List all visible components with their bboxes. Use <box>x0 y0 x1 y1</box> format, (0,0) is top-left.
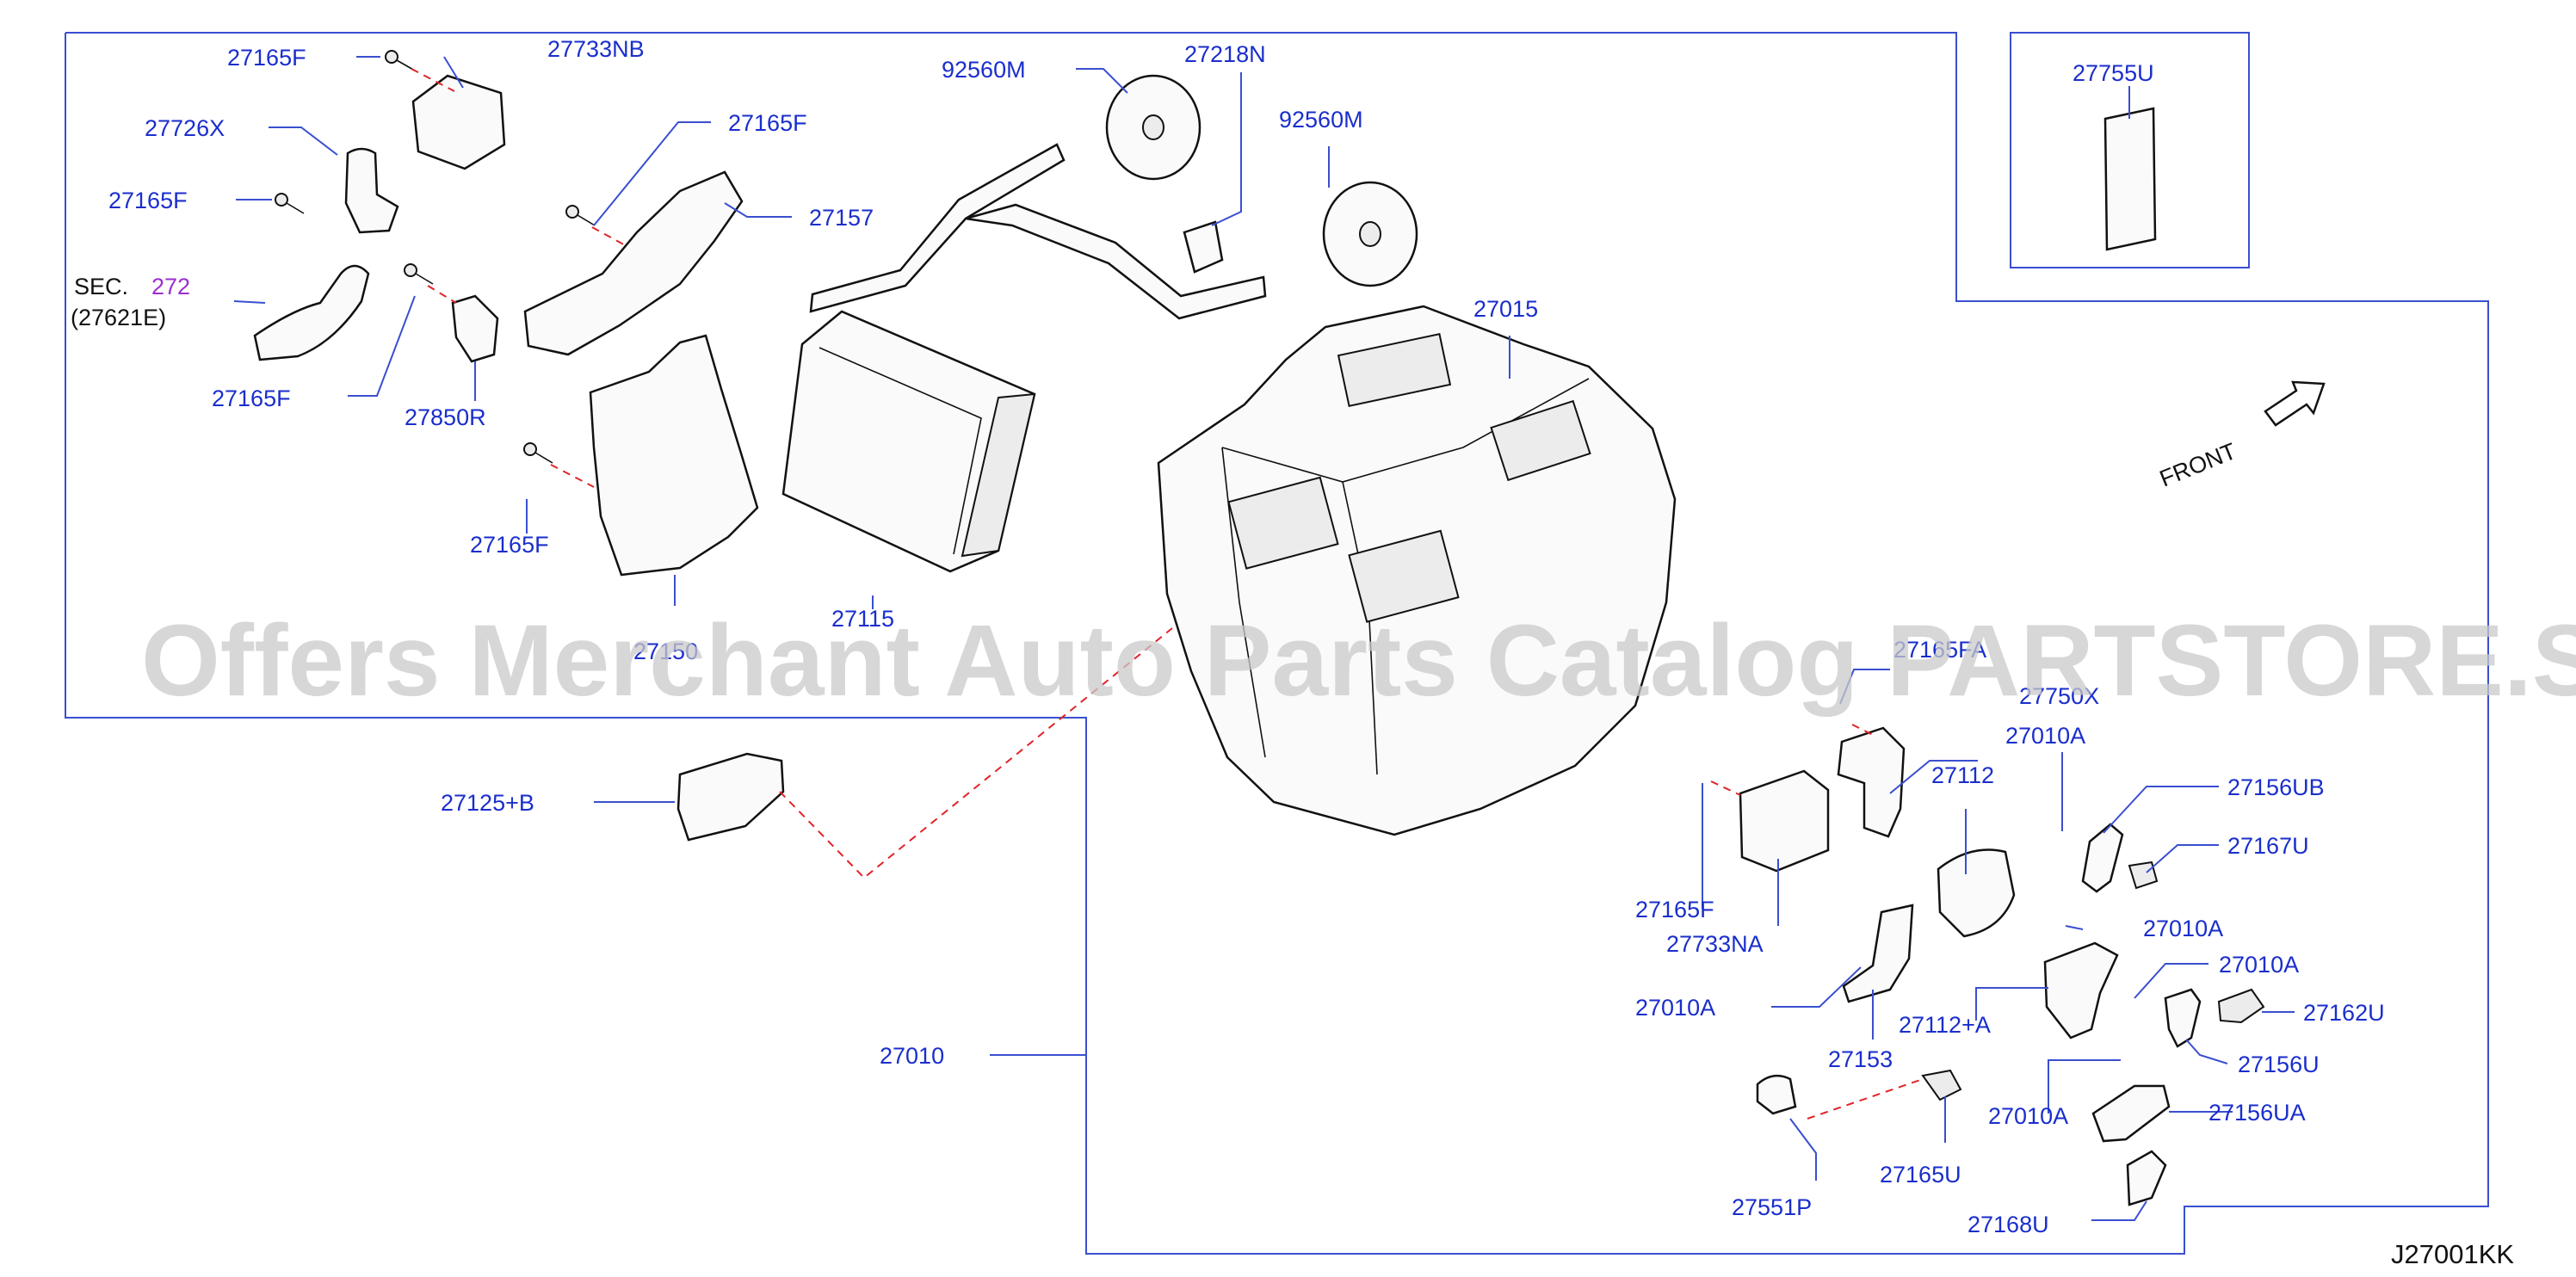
heater-unit-27015-part <box>1157 305 1677 836</box>
leader-lines <box>233 56 2295 1221</box>
part-label-27165f[interactable]: 27165F <box>470 532 549 558</box>
part-label-27157[interactable]: 27157 <box>809 205 874 231</box>
connector-27165u-part <box>1921 1069 1962 1101</box>
heater-core-27115-part <box>781 310 1036 573</box>
section-part-label: (27621E) <box>71 305 166 330</box>
screw-icon <box>523 442 553 464</box>
part-label-27726x[interactable]: 27726X <box>145 115 225 141</box>
part-label-27165u[interactable]: 27165U <box>1880 1162 1961 1188</box>
section-prefix: SEC. <box>74 274 128 299</box>
part-label-27733nb[interactable]: 27733NB <box>547 36 645 62</box>
part-label-27150[interactable]: 27150 <box>633 638 698 664</box>
part-label-27115[interactable]: 27115 <box>831 606 894 632</box>
part-label-27156u[interactable]: 27156U <box>2238 1052 2320 1077</box>
part-label-27015[interactable]: 27015 <box>1473 296 1538 322</box>
lever-27153-part <box>1842 904 1914 1003</box>
link-27156u-part <box>2164 988 2202 1048</box>
dashed-connector <box>550 464 595 488</box>
duct-27157-part <box>523 170 744 356</box>
actuator-27112-part <box>1937 848 2016 938</box>
dashed-connector <box>1710 780 1741 796</box>
part-label-27167u[interactable]: 27167U <box>2227 833 2309 859</box>
front-direction-arrow <box>2264 380 2326 427</box>
inset-boundary-box <box>2010 32 2250 268</box>
part-label-27165f[interactable]: 27165F <box>227 45 306 71</box>
front-label: FRONT <box>2156 438 2239 492</box>
part-label-27168u[interactable]: 27168U <box>1968 1212 2049 1237</box>
clip-27162u-part <box>2217 988 2265 1024</box>
part-label-27218n[interactable]: 27218N <box>1184 41 1266 67</box>
screw-icon <box>275 193 305 214</box>
part-label-92560m[interactable]: 92560M <box>942 57 1026 83</box>
actuator-27733na-part <box>1739 769 1830 873</box>
heater-pipe-part <box>809 143 1066 313</box>
diagram-code: J27001KK <box>2391 1239 2514 1269</box>
lever-27112a-part <box>2043 941 2119 1039</box>
dashed-connector <box>591 226 627 247</box>
dashed-connector <box>1807 1078 1924 1120</box>
dashed-connector <box>1851 724 1877 737</box>
part-label-27112a[interactable]: 27112+A <box>1899 1012 1991 1038</box>
part-label-27755u[interactable]: 27755U <box>2073 60 2154 86</box>
part-label-27010a[interactable]: 27010A <box>2143 916 2223 941</box>
part-label-92560m[interactable]: 92560M <box>1279 107 1363 133</box>
part-label-27165fa[interactable]: 27165FA <box>1893 637 1986 663</box>
bracket-27750x-part <box>1837 726 1906 838</box>
part-label-27156ub[interactable]: 27156UB <box>2227 774 2325 800</box>
grommet-92560m-part <box>1105 74 1202 181</box>
dashed-connector <box>427 285 457 304</box>
actuator-27551p-part <box>1756 1074 1797 1115</box>
part-label-27125b[interactable]: 27125+B <box>441 790 534 816</box>
clip-27850r-part <box>451 294 499 363</box>
part-label-27750x[interactable]: 27750X <box>2019 683 2099 709</box>
screw-icon <box>565 205 596 226</box>
clip-27218n-part <box>1183 220 1224 274</box>
screw-icon <box>404 263 434 285</box>
part-label-27010a[interactable]: 27010A <box>2219 952 2299 978</box>
part-label-27165f[interactable]: 27165F <box>728 110 807 136</box>
part-label-27010a[interactable]: 27010A <box>1988 1103 2068 1129</box>
part-label-27112[interactable]: 27112 <box>1931 762 1994 788</box>
part-label-27010[interactable]: 27010 <box>880 1043 944 1069</box>
part-label-27156ua[interactable]: 27156UA <box>2208 1100 2306 1126</box>
part-label-27165f[interactable]: 27165F <box>1635 897 1714 922</box>
duct-27150-part <box>589 334 759 577</box>
screw-icon <box>385 50 416 71</box>
hose-27621e-part <box>253 264 370 361</box>
part-label-27165f[interactable]: 27165F <box>212 386 291 411</box>
part-label-27153[interactable]: 27153 <box>1828 1046 1893 1072</box>
part-27125b-part <box>676 752 785 842</box>
part-label-27850r[interactable]: 27850R <box>405 404 486 430</box>
section-number-link[interactable]: 272 <box>151 274 190 299</box>
grommet-92560m-part <box>1322 181 1418 287</box>
filter-27755u-part <box>2103 107 2157 251</box>
watermark-text: Offers Merchant Auto Parts Catalog PARTS… <box>141 604 2576 718</box>
lever-27168u-part <box>2126 1150 2167 1206</box>
heater-pipe-part <box>965 203 1267 320</box>
link-27156ub-part <box>2081 823 2124 893</box>
part-label-27165f[interactable]: 27165F <box>108 188 188 213</box>
part-label-27010a[interactable]: 27010A <box>1635 995 1715 1021</box>
part-label-27733na[interactable]: 27733NA <box>1666 931 1764 957</box>
main-boundary-line <box>65 32 2489 1255</box>
part-label-27162u[interactable]: 27162U <box>2303 1000 2385 1026</box>
part-label-27551p[interactable]: 27551P <box>1732 1194 1812 1220</box>
part-label-27010a[interactable]: 27010A <box>2005 723 2085 749</box>
sensor-27726x-part <box>344 147 399 234</box>
link-27156ua-part <box>2091 1084 2171 1143</box>
cover-27733nb-part <box>411 74 506 170</box>
